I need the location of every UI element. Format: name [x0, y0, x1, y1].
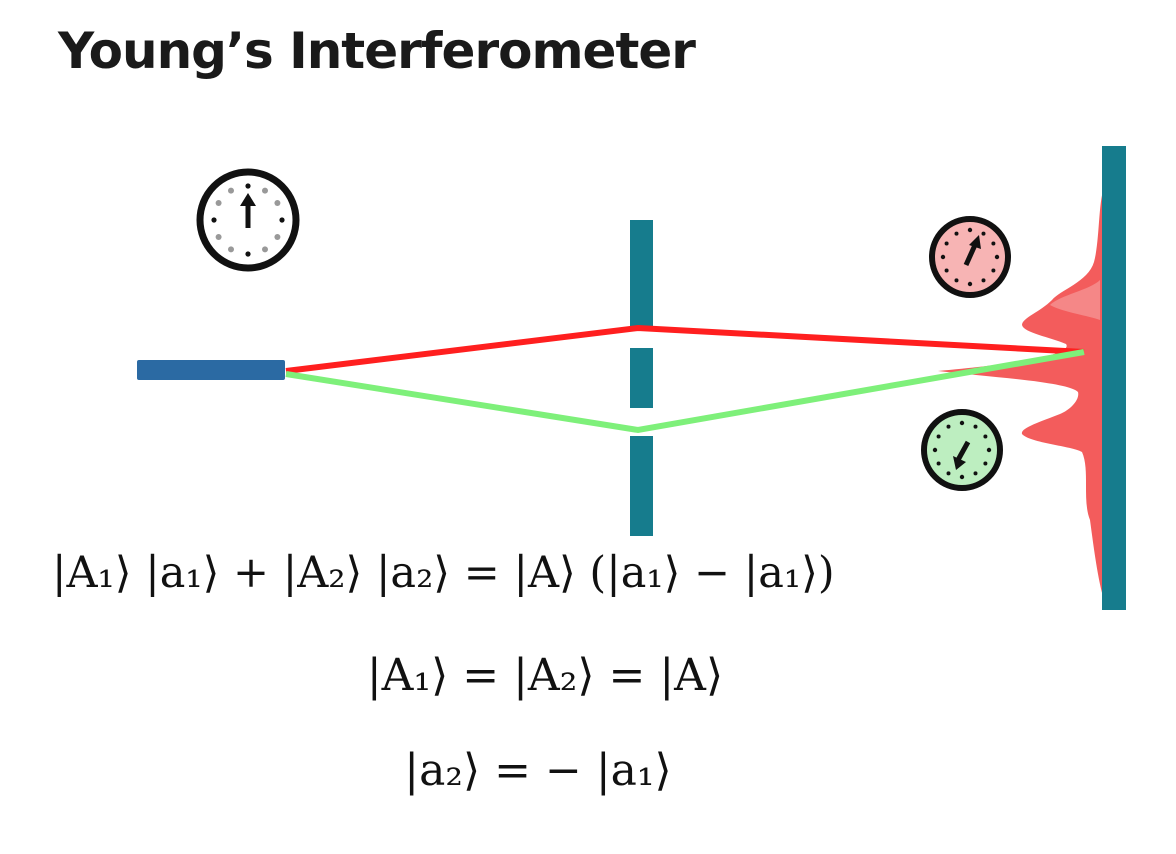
clock-icon-source: [196, 168, 300, 272]
equation-phase-relation: |a₂⟩ = − |a₁⟩: [404, 745, 672, 796]
slit-barrier-top: [630, 220, 653, 326]
slit-barrier-middle: [630, 348, 653, 408]
detection-screen: [1102, 146, 1126, 610]
equation-equal-states: |A₁⟩ = |A₂⟩ = |A⟩: [366, 650, 724, 701]
page-title: Young’s Interferometer: [58, 22, 696, 80]
slit-barrier-bottom: [630, 436, 653, 536]
source-bar: [137, 360, 285, 380]
equation-superposition: |A₁⟩ |a₁⟩ + |A₂⟩ |a₂⟩ = |A⟩ (|a₁⟩ − |a₁⟩…: [52, 548, 835, 598]
green-path: [285, 349, 1085, 434]
red-path: [285, 324, 1085, 374]
clock-icon-red-path: [929, 216, 1011, 298]
clock-icon-green-path: [921, 409, 1003, 491]
interference-pattern-highlight: [1050, 280, 1100, 320]
